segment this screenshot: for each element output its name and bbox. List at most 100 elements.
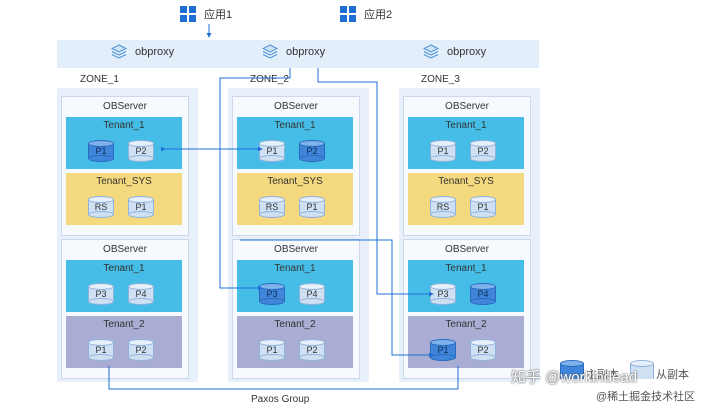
obproxy-1: obproxy <box>111 44 174 60</box>
obproxy-label: obproxy <box>447 46 487 58</box>
obproxy-label: obproxy <box>135 46 175 58</box>
partition-label: P1 <box>437 146 449 156</box>
windows-icon <box>340 6 356 22</box>
tenant-name: Tenant_1 <box>103 263 145 274</box>
zone-label: ZONE_1 <box>80 74 119 85</box>
tenant-name: Tenant_2 <box>274 319 316 330</box>
route-zone2-p3 <box>219 68 291 291</box>
observer-title: OBServer <box>274 101 318 112</box>
follower-replica-icon: P1 <box>128 196 154 218</box>
follower-replica-icon: P2 <box>470 140 496 162</box>
follower-replica-icon: P1 <box>430 140 456 162</box>
partition-label: P4 <box>135 289 147 299</box>
observer-title: OBServer <box>103 101 147 112</box>
partition-label: P2 <box>135 345 147 355</box>
obproxy-3: obproxy <box>423 44 486 60</box>
leader-replica-icon: P3 <box>259 283 285 305</box>
juejin-watermark: @稀土掘金技术社区 <box>596 391 696 403</box>
partition-label: RS <box>436 202 450 212</box>
legend-leader-label: 主副本 <box>586 369 619 381</box>
tenant-name: Tenant_SYS <box>96 176 152 187</box>
partition-label: P1 <box>95 345 107 355</box>
legend-leader-icon <box>560 360 584 382</box>
partition-label: P4 <box>306 289 318 299</box>
zone-label: ZONE_2 <box>250 74 289 85</box>
paxos-group-line <box>108 366 459 390</box>
follower-replica-icon: P1 <box>88 339 114 361</box>
partition-label: P2 <box>135 146 147 156</box>
partition-label: P1 <box>477 202 489 212</box>
partition-label: P3 <box>266 289 278 299</box>
partition-label: P1 <box>95 146 107 156</box>
app-1: 应用1 <box>180 6 232 22</box>
follower-replica-icon: RS <box>430 196 456 218</box>
observer-title: OBServer <box>445 244 489 255</box>
cube-stack-icon <box>423 44 439 59</box>
paxos-group-label: Paxos Group <box>251 394 310 405</box>
proxy-layer <box>57 40 539 68</box>
partition-label: P2 <box>477 345 489 355</box>
partition-label: P1 <box>135 202 147 212</box>
follower-replica-icon: P2 <box>299 339 325 361</box>
partition-label: P2 <box>306 146 318 156</box>
app-label: 应用2 <box>364 9 393 21</box>
tenant-block: Tenant_SYS RS P1 <box>237 173 353 225</box>
follower-replica-icon: P2 <box>470 339 496 361</box>
tenant-name: Tenant_SYS <box>438 176 494 187</box>
tenant-name: Tenant_1 <box>445 263 487 274</box>
tenant-name: Tenant_1 <box>274 120 316 131</box>
app-2: 应用2 <box>340 6 392 22</box>
tenant-name: Tenant_1 <box>103 120 145 131</box>
observer-title: OBServer <box>103 244 147 255</box>
obproxy-label: obproxy <box>286 46 326 58</box>
follower-replica-icon: P1 <box>299 196 325 218</box>
follower-replica-icon: P3 <box>430 283 456 305</box>
observer-title: OBServer <box>445 101 489 112</box>
partition-label: P2 <box>306 345 318 355</box>
partition-label: RS <box>94 202 108 212</box>
tenant-name: Tenant_1 <box>274 263 316 274</box>
follower-replica-icon: P2 <box>128 140 154 162</box>
windows-icon <box>180 6 196 22</box>
follower-replica-icon: RS <box>259 196 285 218</box>
tenant-block: Tenant_SYS RS P1 <box>408 173 524 225</box>
zone-label: ZONE_3 <box>421 74 460 85</box>
partition-label: P1 <box>266 345 278 355</box>
route-zone3-tenant2 <box>240 239 434 358</box>
follower-replica-icon: RS <box>88 196 114 218</box>
tenant-name: Tenant_2 <box>103 319 145 330</box>
partition-label: P1 <box>266 146 278 156</box>
follower-replica-icon: P4 <box>299 283 325 305</box>
leader-replica-icon: P2 <box>299 140 325 162</box>
tenant-name: Tenant_1 <box>445 120 487 131</box>
partition-label: P1 <box>306 202 318 212</box>
partition-label: P3 <box>95 289 107 299</box>
follower-replica-icon: P1 <box>259 140 285 162</box>
follower-replica-icon: P1 <box>259 339 285 361</box>
route-zone3-p4 <box>317 68 434 297</box>
cube-stack-icon <box>111 44 127 59</box>
partition-label: P4 <box>477 289 489 299</box>
zhihu-watermark: 知乎 @workindead <box>511 369 638 386</box>
app-label: 应用1 <box>204 9 233 21</box>
observer-title: OBServer <box>274 244 318 255</box>
leader-replica-icon: P4 <box>470 283 496 305</box>
legend-follower-icon <box>630 360 654 382</box>
follower-replica-icon: P2 <box>128 339 154 361</box>
leader-replica-icon: P1 <box>88 140 114 162</box>
tenant-name: Tenant_SYS <box>267 176 323 187</box>
